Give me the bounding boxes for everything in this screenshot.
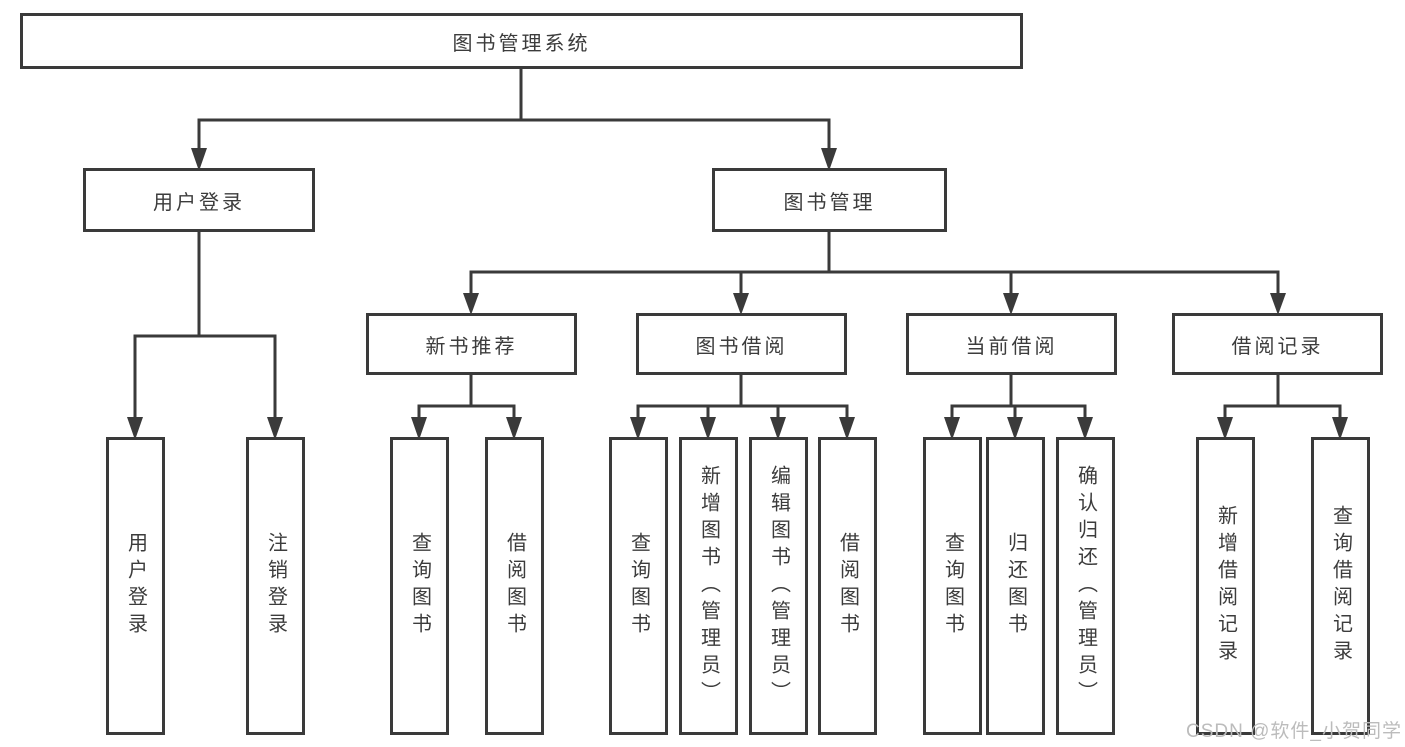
leaf-newbook-query-books: 查询图书 — [390, 437, 449, 735]
leaf-logout: 注销登录 — [246, 437, 305, 735]
node-label: 图书借阅 — [695, 335, 788, 358]
leaf-borrow-books: 借阅图书 — [818, 437, 877, 735]
node-label: 新增借阅记录 — [1214, 505, 1237, 667]
csdn-watermark: CSDN @软件_小贺同学 — [1186, 721, 1402, 742]
leaf-borrow-query-books: 查询图书 — [609, 437, 668, 735]
leaf-return-books: 归还图书 — [986, 437, 1045, 735]
node-label: 图书管理 — [783, 191, 876, 214]
node-label: 借阅记录 — [1231, 335, 1324, 358]
node-label: 新书推荐 — [425, 335, 518, 358]
node-label: 借阅图书 — [836, 532, 859, 640]
node-label: 归还图书 — [1004, 532, 1027, 640]
node-borrow-records: 借阅记录 — [1172, 313, 1383, 375]
node-book-borrow: 图书借阅 — [636, 313, 847, 375]
leaf-user-login: 用户登录 — [106, 437, 165, 735]
node-new-book-recommend: 新书推荐 — [366, 313, 577, 375]
node-user-login: 用户登录 — [83, 168, 315, 232]
node-label: 查询图书 — [408, 532, 431, 640]
node-label: 图书管理系统 — [452, 32, 591, 55]
node-label: 借阅图书 — [503, 532, 526, 640]
leaf-confirm-return-admin: 确认归还（管理员） — [1056, 437, 1115, 735]
node-label: 查询借阅记录 — [1329, 505, 1352, 667]
node-label: 确认归还（管理员） — [1074, 464, 1097, 708]
leaf-query-borrow-record: 查询借阅记录 — [1311, 437, 1370, 735]
node-label: 当前借阅 — [965, 335, 1058, 358]
node-library-management-system: 图书管理系统 — [20, 13, 1023, 69]
leaf-add-borrow-record: 新增借阅记录 — [1196, 437, 1255, 735]
node-label: 新增图书（管理员） — [697, 464, 720, 708]
node-book-management: 图书管理 — [712, 168, 947, 232]
node-label: 用户登录 — [153, 191, 245, 214]
leaf-newbook-borrow-books: 借阅图书 — [485, 437, 544, 735]
node-label: 注销登录 — [264, 532, 287, 640]
node-label: 编辑图书（管理员） — [767, 464, 790, 708]
node-label: 查询图书 — [941, 532, 964, 640]
node-current-borrow: 当前借阅 — [906, 313, 1117, 375]
leaf-current-query-books: 查询图书 — [923, 437, 982, 735]
node-label: 查询图书 — [627, 532, 650, 640]
leaf-add-books-admin: 新增图书（管理员） — [679, 437, 738, 735]
node-label: 用户登录 — [124, 532, 147, 640]
leaf-edit-books-admin: 编辑图书（管理员） — [749, 437, 808, 735]
